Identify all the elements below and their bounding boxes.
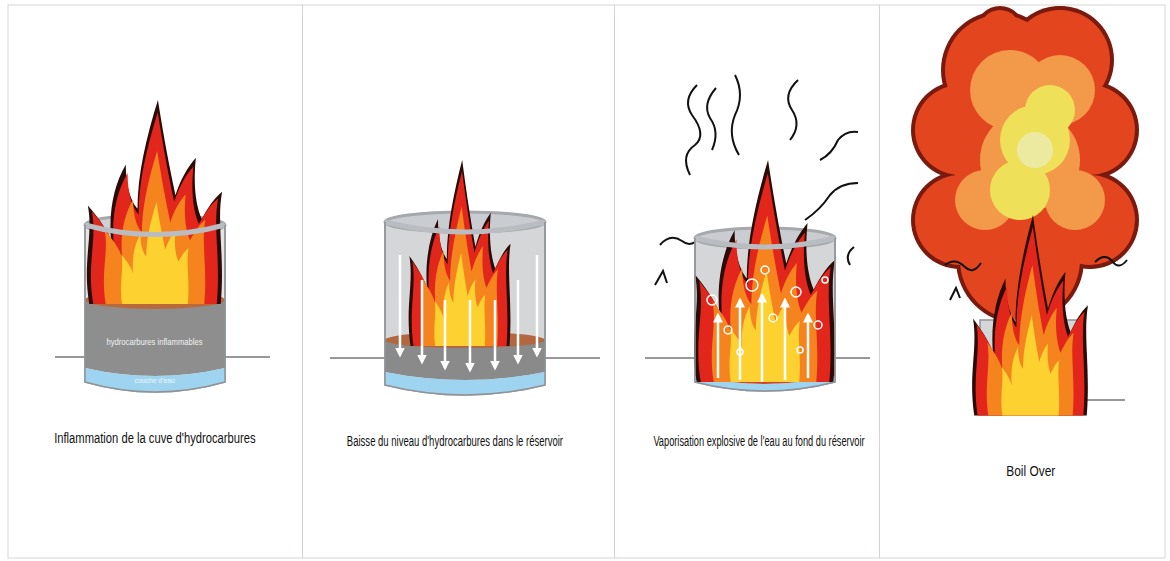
bubble bbox=[769, 314, 777, 322]
liquid-layer-band: hydrocarbures inflammables bbox=[85, 331, 225, 353]
tank-outline bbox=[85, 225, 225, 392]
ground-line bbox=[1085, 400, 1125, 401]
flame bbox=[694, 160, 835, 382]
bubble bbox=[791, 287, 801, 297]
tank-vaporisation bbox=[694, 160, 835, 391]
arrow bbox=[717, 315, 720, 378]
stage-panel: Inflammation de la cuve d'hydrocarbures h… bbox=[8, 5, 303, 558]
water-layer bbox=[85, 368, 225, 392]
bubble bbox=[724, 326, 732, 334]
fireball-orange bbox=[955, 50, 1105, 230]
cloud-puff bbox=[1042, 10, 1078, 46]
down-arrows bbox=[400, 255, 537, 370]
cloud-puff bbox=[990, 160, 1050, 220]
arrow bbox=[494, 300, 497, 368]
bubble bbox=[797, 347, 803, 353]
shock-line bbox=[686, 85, 700, 175]
stage-panel: Baisse du niveau d'hydrocarbures dans le… bbox=[303, 5, 615, 558]
hydrocarbon-layer bbox=[85, 300, 225, 376]
cloud-puff bbox=[1045, 170, 1105, 230]
bubble bbox=[746, 279, 758, 291]
cloud-core bbox=[1017, 132, 1053, 168]
flame bbox=[972, 215, 1088, 415]
caption-line: Inflammation de la cuve d'hydrocarbures bbox=[8, 429, 302, 447]
tank-level-drop bbox=[385, 160, 545, 395]
cloud-puff bbox=[980, 10, 1020, 50]
bubble bbox=[761, 266, 769, 274]
tank-rim-front bbox=[85, 225, 225, 235]
arrow bbox=[517, 280, 520, 362]
shock-lines bbox=[945, 257, 1127, 300]
shock-line bbox=[788, 80, 798, 140]
bubble bbox=[707, 295, 717, 305]
caption-line: Baisse du niveau d'hydrocarbures dans le… bbox=[299, 432, 610, 450]
arrow bbox=[739, 300, 742, 380]
flame bbox=[87, 100, 222, 304]
arrow bbox=[469, 300, 472, 370]
layer-label-line: hydrocarbures inflammables bbox=[85, 331, 225, 353]
tank-outline bbox=[695, 238, 835, 391]
shock-line bbox=[848, 247, 854, 265]
liquid-layer-band: couche d'eau bbox=[85, 373, 225, 389]
shock-line bbox=[707, 88, 716, 150]
water-layer bbox=[385, 372, 545, 395]
arrow bbox=[421, 280, 424, 362]
frame bbox=[8, 5, 1165, 558]
caption-line: Boil Over bbox=[888, 462, 1170, 480]
step-caption: Baisse du niveau d'hydrocarbures dans le… bbox=[346, 434, 562, 448]
arrow bbox=[444, 300, 447, 368]
bubble bbox=[822, 277, 828, 283]
layer-label: couche d'eau bbox=[135, 377, 175, 385]
caption-line: Vaporisation explosive de l'eau au fond … bbox=[627, 432, 891, 450]
step-caption: Boil Over bbox=[1006, 464, 1055, 478]
arrow bbox=[399, 255, 402, 355]
arrow bbox=[536, 255, 539, 355]
stage-panel: Vaporisation explosive de l'eau au fond … bbox=[615, 5, 880, 558]
up-arrows bbox=[718, 295, 808, 382]
tank-rim-front bbox=[385, 222, 545, 232]
bubbles bbox=[707, 266, 828, 355]
step-caption: Inflammation de la cuve d'hydrocarbures bbox=[54, 431, 255, 445]
stage-panel: Boil Over bbox=[880, 5, 1165, 558]
fireball-yellow bbox=[990, 85, 1075, 220]
arrow bbox=[761, 295, 764, 382]
cloud-puff bbox=[1025, 85, 1075, 135]
tank-outline bbox=[385, 222, 545, 395]
tank-boil-over bbox=[972, 215, 1088, 415]
shock-line bbox=[805, 183, 858, 220]
tank-burning bbox=[85, 100, 225, 392]
step-caption: Vaporisation explosive de l'eau au fond … bbox=[653, 434, 864, 448]
tank-rim-front bbox=[695, 238, 835, 247]
shock-line bbox=[950, 288, 960, 300]
shock-line bbox=[655, 271, 667, 285]
arrow bbox=[784, 300, 787, 380]
layer-label-line: couche d'eau bbox=[85, 373, 225, 389]
layer-label: hydrocarbures inflammables bbox=[107, 338, 203, 347]
shock-line bbox=[732, 75, 740, 155]
bubble bbox=[814, 321, 822, 329]
shock-line bbox=[820, 132, 858, 160]
arrow bbox=[807, 315, 810, 378]
shock-line bbox=[1095, 257, 1127, 266]
shock-line bbox=[945, 261, 981, 270]
